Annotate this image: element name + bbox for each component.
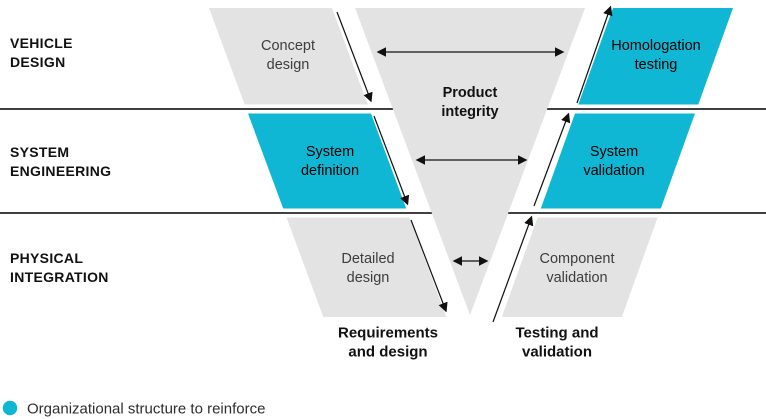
product-integrity-label-line1: Product	[443, 85, 498, 101]
stage-label-component-validation-line2: validation	[546, 270, 607, 286]
row-label-vehicle-design-line1: VEHICLE	[10, 35, 73, 51]
flow-arrow-up-1-icon	[576, 5, 613, 104]
legend-label: Organizational structure to reinforce	[27, 401, 265, 418]
flow-arrow-down-2-icon	[373, 115, 410, 206]
legend-dot-icon	[2, 400, 18, 416]
flow-arrow-up-2-icon	[533, 112, 571, 207]
stage-label-system-validation-line2: validation	[583, 163, 644, 179]
stage-label-homologation-testing-line2: testing	[635, 57, 678, 73]
stage-label-concept-design-line2: design	[267, 57, 310, 73]
stage-system-definition	[248, 113, 407, 209]
stage-label-concept-design-line1: Concept	[261, 38, 315, 54]
product-integrity-label-line2: integrity	[441, 104, 498, 120]
stage-homologation-testing	[578, 8, 733, 105]
phase-label-requirements-line1: Requirements	[338, 325, 438, 342]
stage-label-system-definition-line2: definition	[301, 163, 359, 179]
row-label-physical-integration-line1: PHYSICAL	[10, 250, 83, 266]
phase-label-testing-line1: Testing and	[515, 325, 598, 342]
row-label-system-engineering-line2: ENGINEERING	[10, 163, 111, 179]
stage-label-component-validation-line1: Component	[540, 251, 615, 267]
stage-label-homologation-testing-line1: Homologation	[611, 38, 700, 54]
stage-system-validation	[540, 113, 695, 209]
flow-arrow-down-3-icon	[410, 219, 448, 313]
flow-arrow-up-3-icon	[492, 215, 534, 323]
stage-label-system-validation-line1: System	[590, 144, 638, 160]
row-label-physical-integration-line2: INTEGRATION	[10, 269, 109, 285]
stage-label-detailed-design-line1: Detailed	[341, 251, 394, 267]
phase-label-testing-line2: validation	[522, 344, 592, 361]
phase-label-requirements-line2: and design	[348, 344, 427, 361]
stage-label-system-definition-line1: System	[306, 144, 354, 160]
row-label-vehicle-design-line2: DESIGN	[10, 54, 65, 70]
row-label-system-engineering-line1: SYSTEM	[10, 144, 69, 160]
stage-detailed-design	[286, 217, 447, 317]
stage-concept-design	[209, 8, 368, 105]
flow-arrow-down-1-icon	[336, 11, 373, 103]
stage-component-validation	[501, 217, 658, 317]
stage-label-detailed-design-line2: design	[347, 270, 390, 286]
